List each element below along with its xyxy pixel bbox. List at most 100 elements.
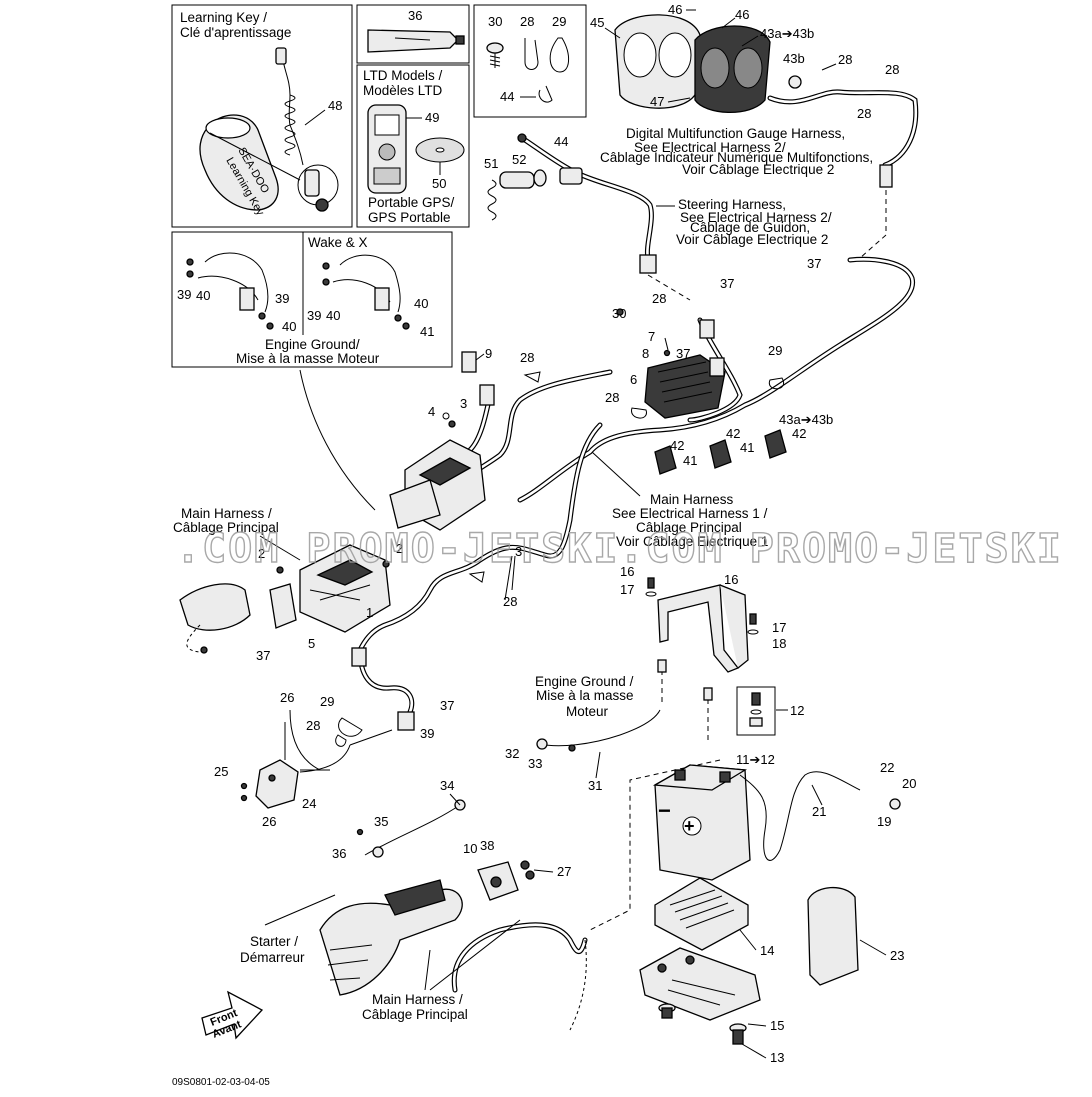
main-center-line-4: Voir Câblage Electrique 1: [616, 534, 768, 549]
gps-caption-2: GPS Portable: [368, 210, 451, 225]
callout-21: 20: [902, 776, 916, 791]
callout-37-mid: 37: [440, 698, 454, 713]
watermark-text: .COM PROMO-JETSKI.COM PROMO-JETSKI: [176, 526, 1063, 572]
gps-unit-icon: [367, 104, 407, 194]
steering-line-1: Steering Harness,: [678, 197, 786, 212]
callout-15: 16: [724, 572, 738, 587]
callout-46-b: 46: [735, 7, 749, 22]
callout-24: 24: [302, 796, 316, 811]
callout-26-top: 26: [280, 690, 294, 705]
callout-6: 6: [630, 372, 637, 387]
main-connector-block: [389, 439, 486, 531]
gauge-harness-line-3: Câblage Indicateur Numérique Multifoncti…: [600, 150, 873, 165]
starter-line-2: Démarreur: [240, 950, 305, 965]
callout-33: 33: [528, 756, 542, 771]
callout-37-tube: 36: [408, 8, 422, 23]
callout-42-c: 43a➔43b: [779, 412, 833, 427]
ltd-title-1: LTD Models /: [363, 68, 443, 83]
callout-19: 23: [890, 948, 904, 963]
gauge-harness-line-4: Voir Câblage Electrique 2: [682, 162, 834, 177]
callout-41-a: 41: [683, 453, 697, 468]
callout-28-box: 28: [520, 14, 534, 29]
callout-28-reg: 28: [652, 291, 666, 306]
gauge-harness-line-1: Digital Multifunction Gauge Harness,: [626, 126, 845, 141]
callout-37-left: 37: [256, 648, 270, 663]
callout-12: 12: [790, 703, 804, 718]
callout-52: 50: [432, 176, 446, 191]
callout-41-c: 42: [792, 426, 806, 441]
callout-28-far: 29: [768, 343, 782, 358]
main-left-line-1: Main Harness /: [181, 506, 272, 521]
callout-47: 47: [650, 94, 664, 109]
callout-28-top-right: 28: [885, 62, 899, 77]
callout-49: 51: [484, 156, 498, 171]
screw-icon: [486, 42, 504, 68]
callout-1: 1: [366, 605, 373, 620]
learning-key-title-2: Clé d'aprentissage: [180, 25, 291, 40]
gauge-harness-line-2: See Electrical Harness 2/: [634, 140, 786, 155]
ignition-coils: 42 41 42 41 43a➔43b 42: [654, 412, 833, 475]
callout-28-mid: 28: [520, 350, 534, 365]
callout-20: 19: [877, 814, 891, 829]
drawing-number: 09S0801-02-03-04-05: [172, 1077, 270, 1088]
ltd-title-2: Modèles LTD: [363, 83, 443, 98]
main-bottom-line-2: Câblage Principal: [362, 1007, 468, 1022]
callout-37-right: 37: [807, 256, 821, 271]
callout-29-box: 29: [552, 14, 566, 29]
callout-44: 44: [554, 134, 568, 149]
callout-16-b: 17: [772, 620, 786, 635]
callout-28-left: 28: [306, 718, 320, 733]
callout-45: 45: [590, 15, 604, 30]
callout-27: 27: [557, 864, 571, 879]
main-center-line-1: Main Harness: [650, 492, 734, 507]
callout-2-b: 2: [396, 541, 403, 556]
callout-2-a: 2: [258, 546, 265, 561]
battery: − + 11➔12 21 22 20 19: [652, 752, 916, 881]
callout-37-reg: 37: [676, 346, 690, 361]
callout-40-c: 40: [326, 308, 340, 323]
callout-5: 5: [308, 636, 315, 651]
steering-line-3: Câblage de Guidon,: [690, 220, 810, 235]
starter-line-1: Starter /: [250, 934, 298, 949]
callout-25: 25: [214, 764, 228, 779]
callout-42-b: 42: [726, 426, 740, 441]
callout-39-b: 39: [275, 291, 289, 306]
callout-31: 31: [588, 778, 602, 793]
battery-support: 15 13: [639, 947, 784, 1065]
callout-39-c: 39: [307, 308, 321, 323]
grease-tube-icon: [367, 29, 465, 53]
callout-29: 29: [320, 694, 334, 709]
callout-4: 4: [428, 404, 435, 419]
starter-solenoid: 26 26 25 24 29 28 39 37: [214, 690, 454, 829]
main-center-line-3: Câblage Principal: [636, 520, 742, 535]
engine-ground-box-1: Engine Ground/: [265, 337, 360, 352]
callout-22: 21: [812, 804, 826, 819]
callout-10: 9: [485, 346, 492, 361]
battery-tray: 14: [654, 877, 774, 958]
callout-26-bottom: 26: [262, 814, 276, 829]
callout-17-a: 17: [620, 582, 634, 597]
main-center-line-2: See Electrical Harness 1 /: [612, 506, 768, 521]
main-left-line-2: Câblage Principal: [173, 520, 279, 535]
callout-11-12: 11➔12: [736, 752, 775, 767]
engine-ground-box-2: Mise à la masse Moteur: [236, 351, 380, 366]
callout-13: 13: [770, 1050, 784, 1065]
fuse-box-assembly: Main Harness / Câblage Principal 2 2 1 5…: [173, 506, 522, 663]
callout-28-right: 28: [857, 106, 871, 121]
battery-bracket: 16 16 17 17 18: [620, 564, 786, 673]
callout-42-a: 42: [670, 438, 684, 453]
learning-key-icon: SEA·DOO Learning Key: [199, 114, 339, 218]
callout-37-bottom: 38: [480, 838, 494, 853]
callout-43b: 43b: [783, 51, 805, 66]
battery-minus-symbol: −: [658, 798, 671, 823]
callout-38: 39: [420, 726, 434, 741]
main-harness: 9 4 3: [351, 256, 916, 715]
battery-cover: 23: [807, 886, 904, 986]
cd-disc-icon: [415, 137, 465, 163]
cable-tie-icon: [549, 37, 569, 73]
steering-line-4: Voir Câblage Electrique 2: [676, 232, 828, 247]
callout-32: 32: [505, 746, 519, 761]
learning-key-box: Learning Key / Clé d'aprentissage SEA·DO…: [171, 4, 353, 228]
